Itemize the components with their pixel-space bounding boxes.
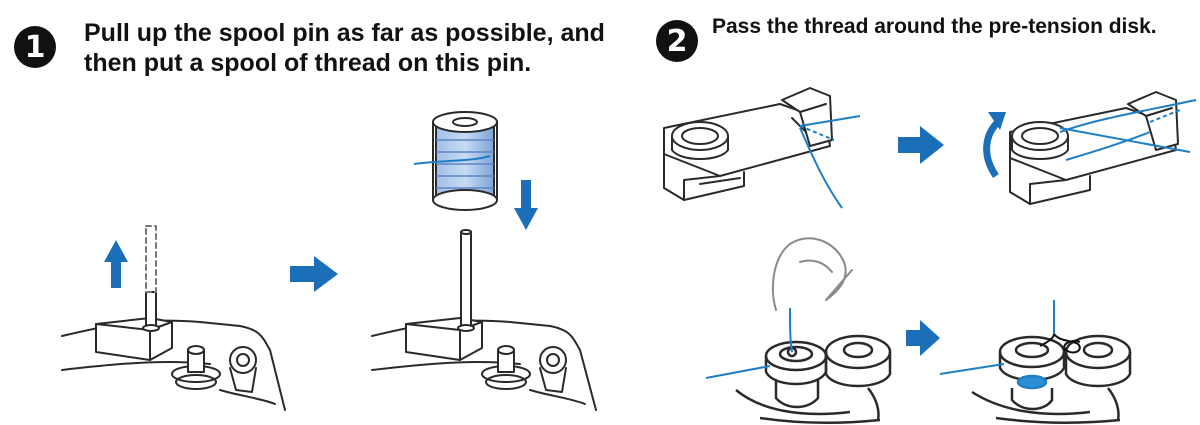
arrow-right-icon [906,320,940,356]
step-1-instruction: Pull up the spool pin as far as possible… [84,19,605,77]
pretension-disk-illustration [663,87,833,201]
thread-knot [1039,333,1081,354]
wound-bobbin-illustration [971,334,1132,425]
rotate-ccw-icon [983,112,1006,179]
arrow-right-icon [898,126,944,164]
thread-spool-icon [413,111,498,211]
arrow-down-icon [514,180,538,230]
step-2-badge-icon: 2 [656,20,698,62]
thread-line [1059,99,1197,161]
thread-line [705,307,793,379]
step-2-instruction: Pass the thread around the pre-tension d… [712,15,1157,38]
spool-pin-up-illustration [61,225,286,411]
place-spool-illustration [371,229,597,411]
arrow-right-icon [290,256,338,292]
thread-line [799,115,861,209]
finger-illustration [771,237,853,311]
step-1-badge-icon: 1 [14,26,56,68]
thread-line [939,300,1055,375]
bobbin-winder-illustration [735,334,892,425]
arrow-up-icon [104,240,128,288]
